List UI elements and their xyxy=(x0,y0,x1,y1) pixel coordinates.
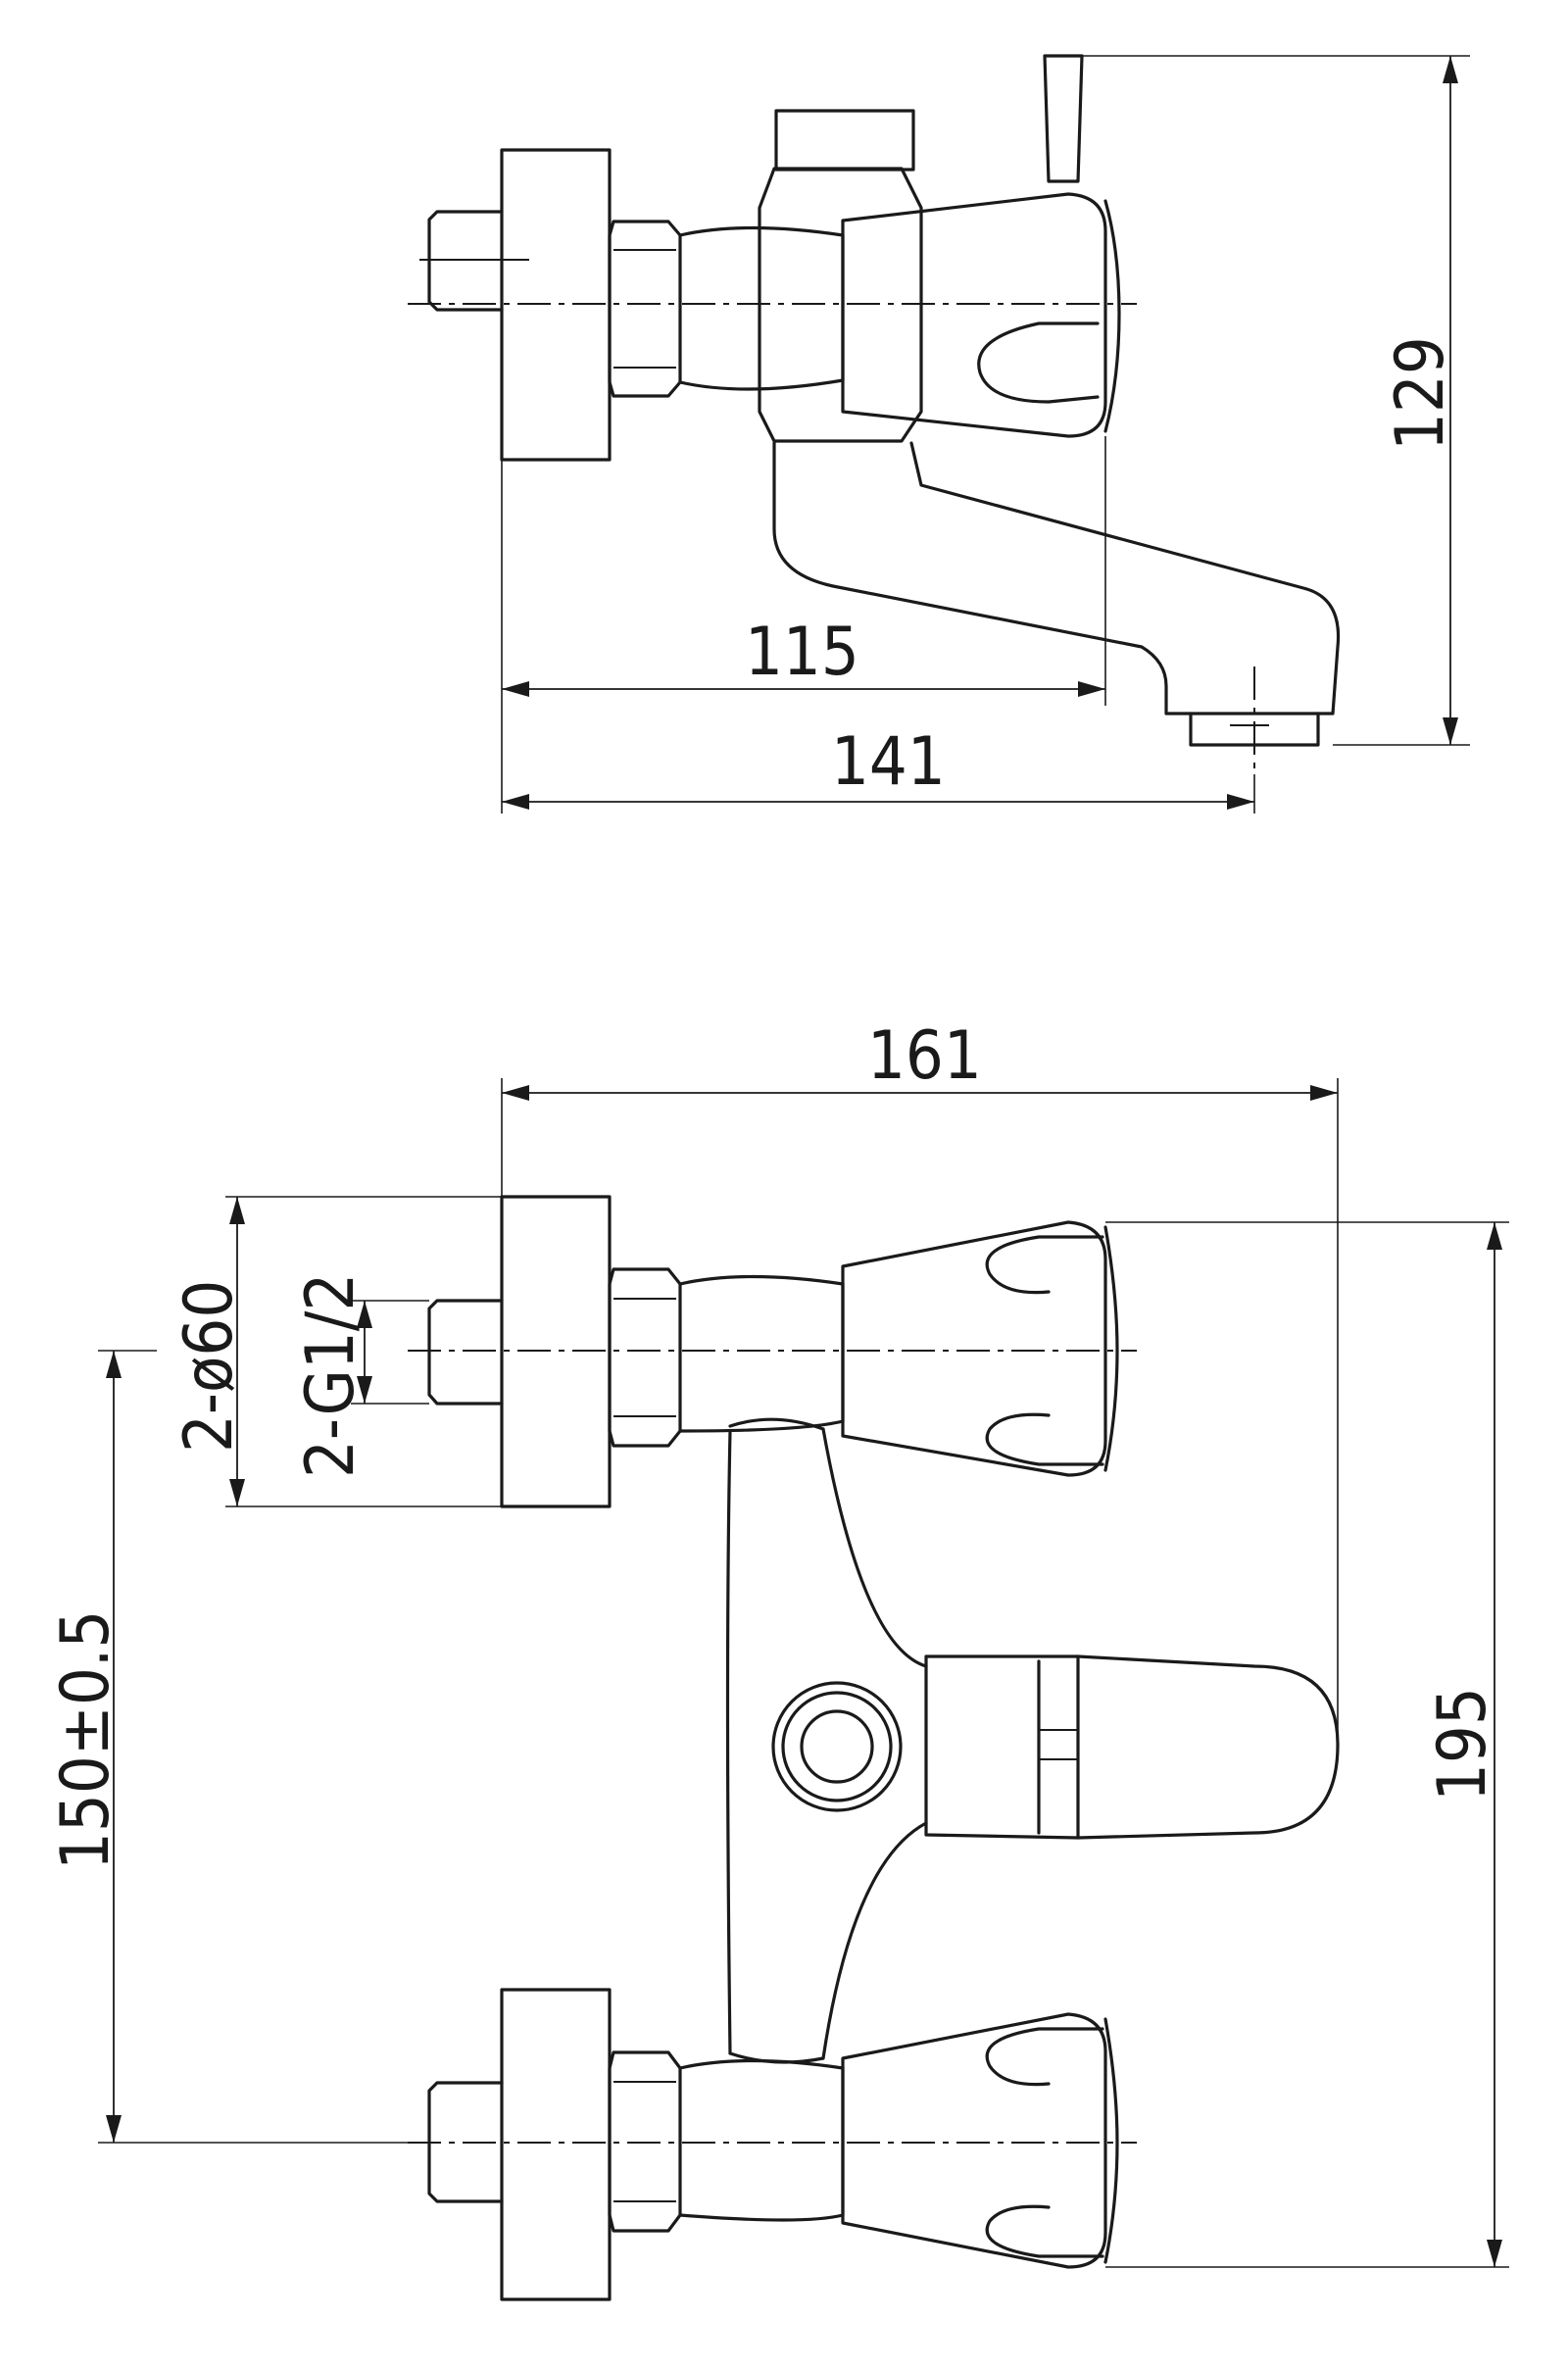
hex-nut xyxy=(608,220,682,398)
lever-front xyxy=(924,1654,1340,1840)
dim-195: 195 xyxy=(1424,1687,1501,1801)
diverter-inner xyxy=(800,1709,874,1784)
side-view xyxy=(408,54,1341,774)
dim-115: 115 xyxy=(745,614,859,691)
body-left-bar xyxy=(725,1429,732,2055)
dim-centers: 150±0.5 xyxy=(47,1610,124,1870)
side-view-dimensions: 129 115 141 xyxy=(501,55,1470,814)
nipple-upper xyxy=(427,1299,504,1406)
valve-body xyxy=(758,167,923,443)
handle-knob xyxy=(841,192,1107,438)
handle-cutout xyxy=(977,321,1100,404)
nut-upper xyxy=(608,1267,682,1448)
knob-upper xyxy=(841,1220,1107,1477)
front-view-dimensions: 161 195 2-ø60 2-G1/2 150±0.5 xyxy=(47,1017,1509,2268)
nut-lower xyxy=(608,2050,682,2233)
top-cap xyxy=(774,109,915,172)
dim-161: 161 xyxy=(867,1017,982,1095)
lever-handle xyxy=(1043,54,1084,183)
diverter-outer xyxy=(771,1681,903,1812)
front-view xyxy=(408,1195,1340,2301)
flange-lower xyxy=(500,1988,612,2301)
dim-141: 141 xyxy=(831,723,946,801)
connector-arm xyxy=(678,225,845,391)
dim-flange-diameter: 2-ø60 xyxy=(171,1280,248,1453)
spout xyxy=(772,441,1341,716)
knob-lower xyxy=(841,2012,1107,2269)
dim-thread-size: 2-G1/2 xyxy=(292,1273,369,1478)
dim-129: 129 xyxy=(1382,336,1459,451)
